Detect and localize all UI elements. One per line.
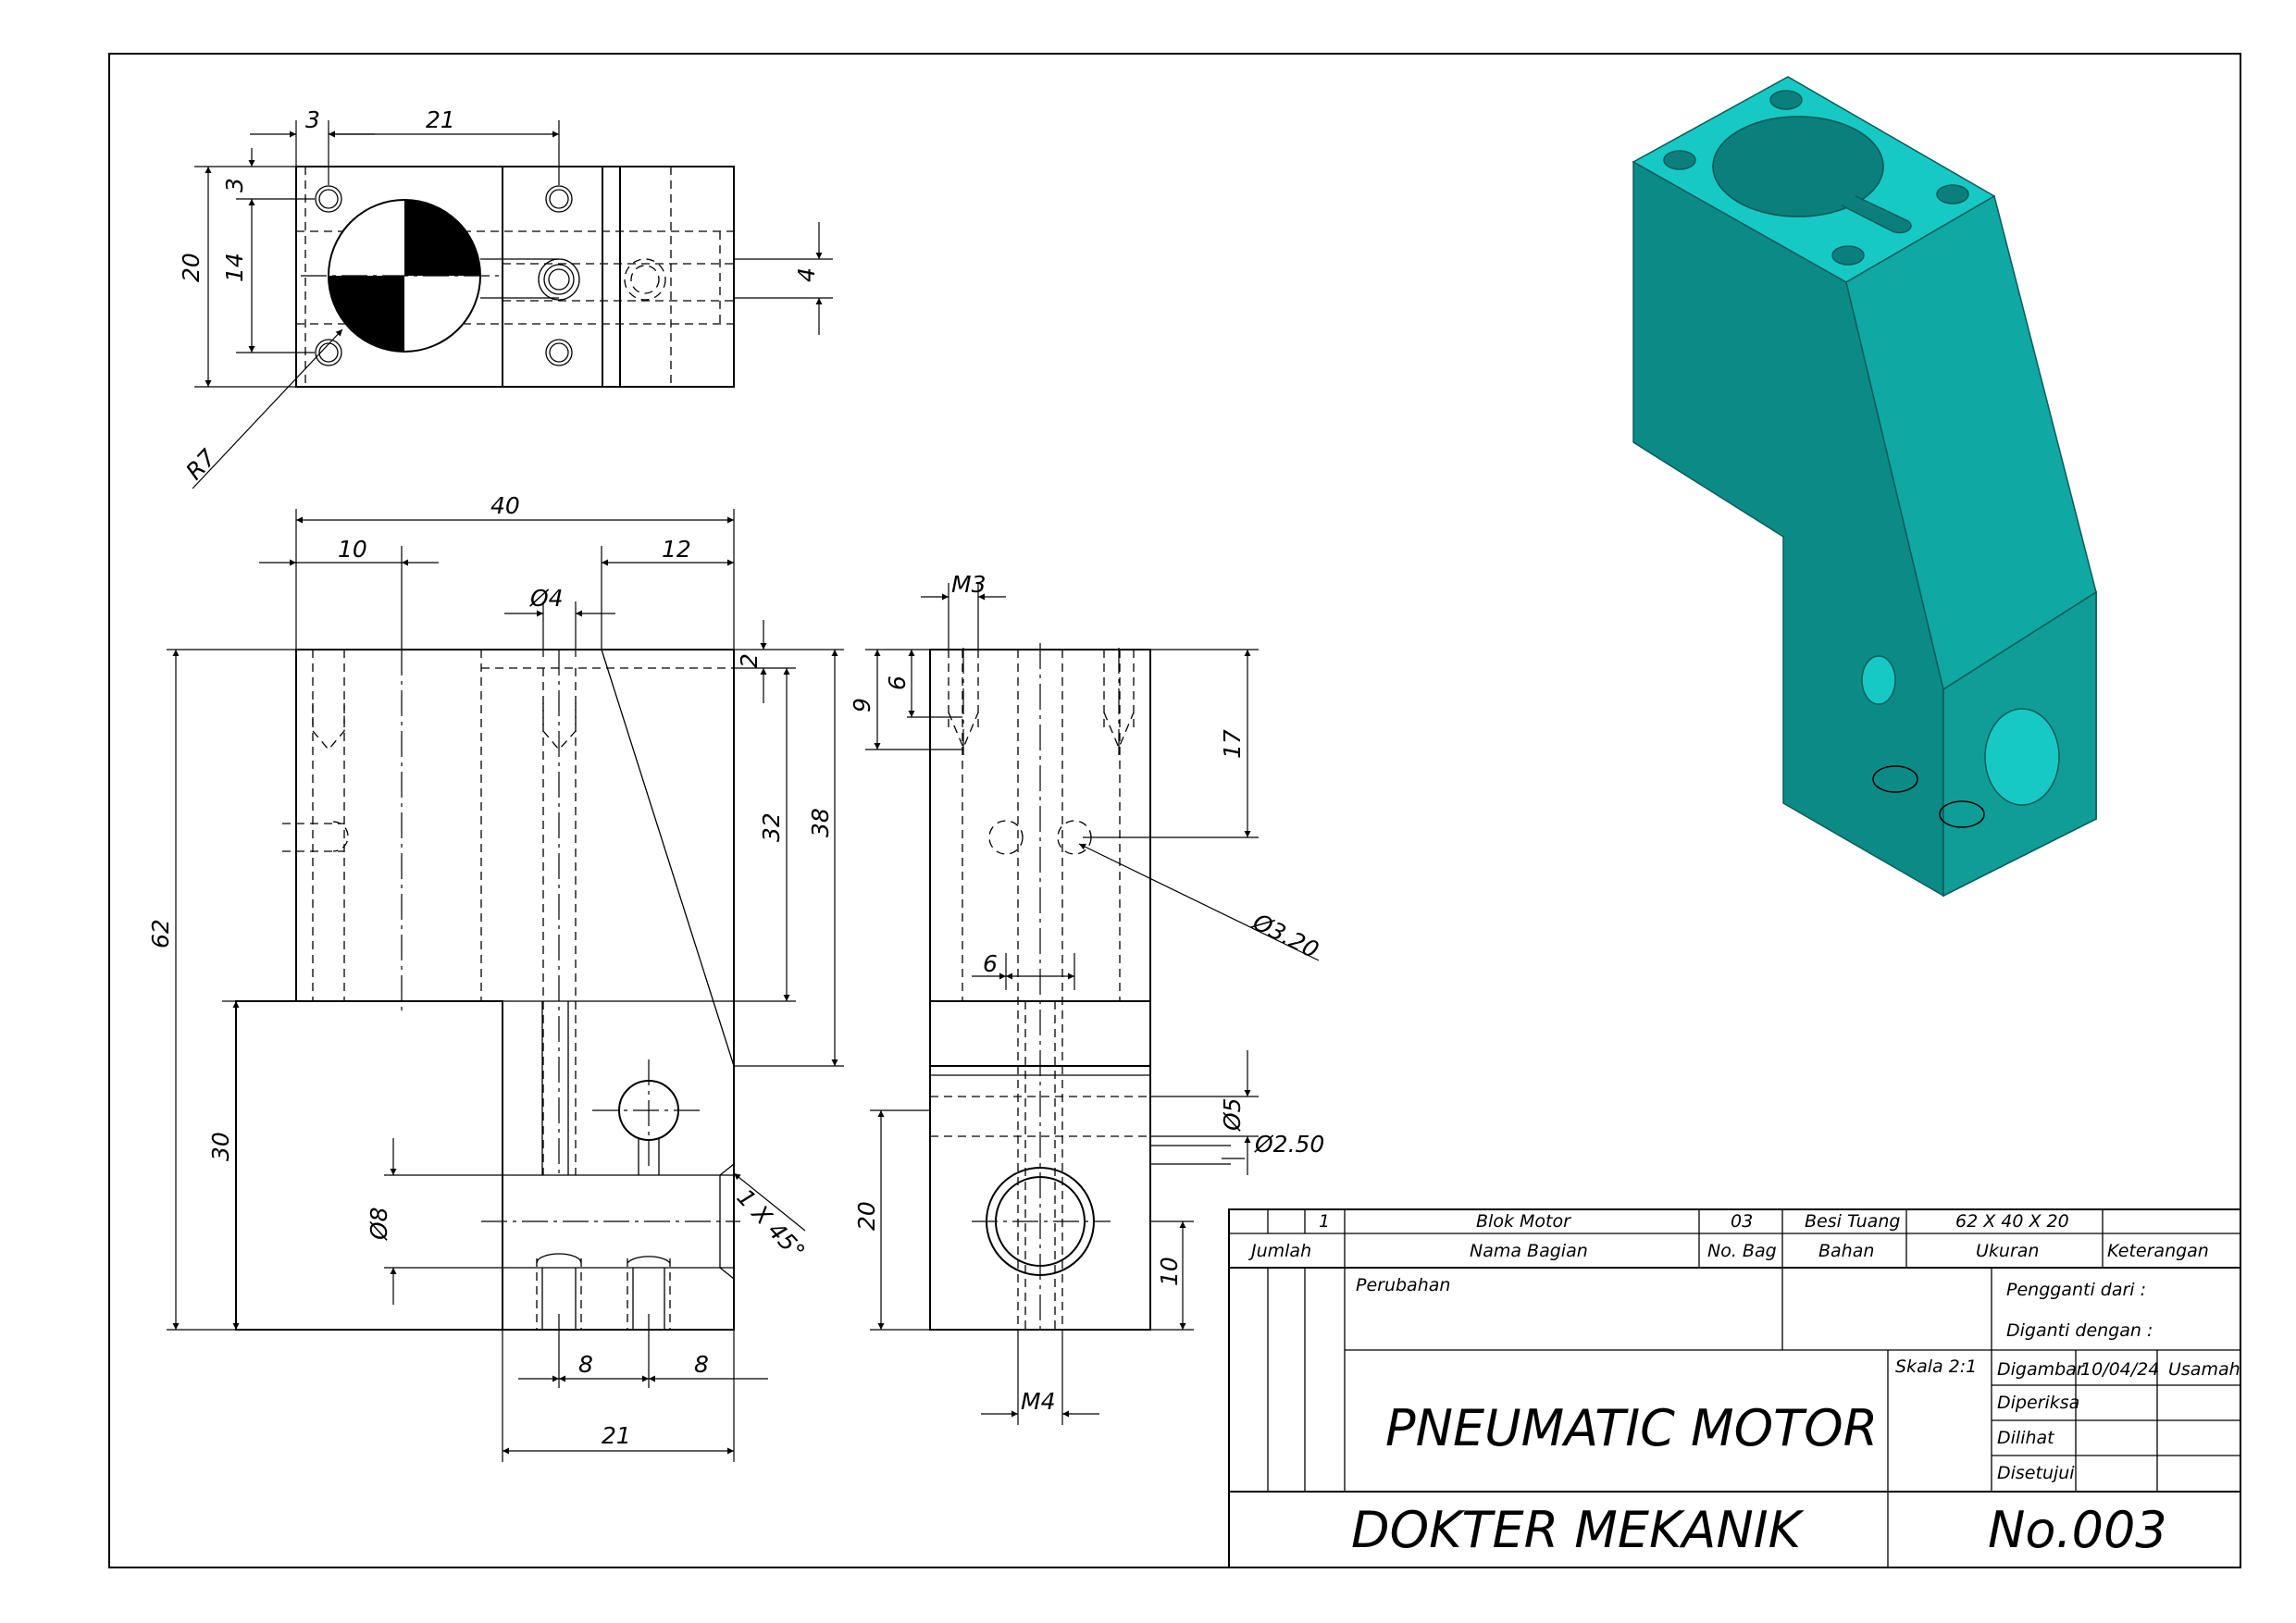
dim-side-9: 9 [849,698,875,712]
front-view: 40 10 12 Ø4 2 32 38 62 30 Ø8 1 [147,492,844,1462]
dim-side-m4: M4 [1021,1388,1055,1415]
tb-h-part-name: Nama Bagian [1470,1241,1588,1261]
dim-front-chamfer: 1 X 45° [732,1183,811,1265]
dim-top-3h: 3 [305,106,320,133]
dim-side-17: 17 [1219,729,1246,759]
tb-seen: Dilihat [1997,1428,2055,1448]
top-view: 3 21 3 20 14 4 R7 [178,106,833,489]
tb-h-part-no: No. Bag [1707,1241,1777,1261]
tb-replaced-by: Diganti dengan : [2006,1320,2153,1341]
tb-h-material: Bahan [1818,1241,1874,1261]
title-block: 1 Blok Motor 03 Besi Tuang 62 X 40 X 20 … [1228,1208,2241,1568]
tb-drawn-date: 10/04/24 [2080,1359,2159,1380]
dim-top-14: 14 [221,253,248,282]
tb-drawn-by: Usamah [2168,1359,2240,1380]
dim-top-4: 4 [793,267,820,282]
tb-drawn: Digambar [1997,1359,2085,1380]
dim-front-30: 30 [207,1132,234,1161]
dim-top-r7: R7 [180,444,221,485]
tb-approved: Disetujui [1997,1463,2075,1483]
tb-h-remarks: Keterangan [2107,1241,2209,1261]
dim-side-10: 10 [1156,1257,1183,1286]
tb-qty: 1 [1319,1211,1330,1232]
tb-scale: Skala 2:1 [1895,1357,1977,1377]
dim-front-10: 10 [338,536,367,563]
dim-front-32: 32 [758,812,785,842]
dim-front-38: 38 [807,808,834,837]
tb-size: 62 X 40 X 20 [1955,1211,2069,1232]
dim-front-21: 21 [602,1422,631,1449]
dim-side-d320: Ø3.20 [1247,908,1322,963]
tb-drawing-no: No.003 [1988,1501,2167,1559]
dim-top-3v: 3 [221,178,248,192]
dim-front-62: 62 [147,919,174,948]
dim-front-8a: 8 [578,1351,593,1378]
dim-side-m3: M3 [951,571,986,598]
dim-top-20: 20 [178,253,205,282]
tb-company: DOKTER MEKANIK [1351,1501,1805,1559]
dim-front-8b: 8 [694,1351,709,1378]
isometric-model [1632,76,2097,898]
dim-front-2: 2 [736,653,763,668]
tb-replaces: Pengganti dari : [2006,1280,2146,1300]
tb-part-no: 03 [1731,1211,1753,1232]
dim-side-6: 6 [884,675,911,690]
side-view: M3 6 9 17 Ø3.20 6 Ø5 Ø2.50 20 [849,571,1324,1425]
sheet-border [108,53,2241,1568]
dim-side-20: 20 [853,1201,880,1231]
tb-part-name: Blok Motor [1476,1211,1571,1232]
tb-checked: Diperiksa [1997,1393,2079,1413]
dim-front-12: 12 [662,536,691,563]
tb-h-qty: Jumlah [1247,1241,1311,1261]
tb-title: PNEUMATIC MOTOR [1385,1399,1878,1457]
tb-material: Besi Tuang [1805,1211,1900,1232]
tb-h-size: Ukuran [1976,1241,2039,1261]
dim-top-21: 21 [426,106,455,133]
dim-front-d4: Ø4 [529,585,564,612]
dim-front-d8: Ø8 [366,1207,392,1241]
dim-side-6h: 6 [983,950,998,977]
dim-side-d250: Ø2.50 [1254,1131,1324,1158]
dim-front-40: 40 [490,492,520,519]
dim-side-d5: Ø5 [1219,1097,1246,1132]
tb-changes: Perubahan [1356,1275,1450,1295]
